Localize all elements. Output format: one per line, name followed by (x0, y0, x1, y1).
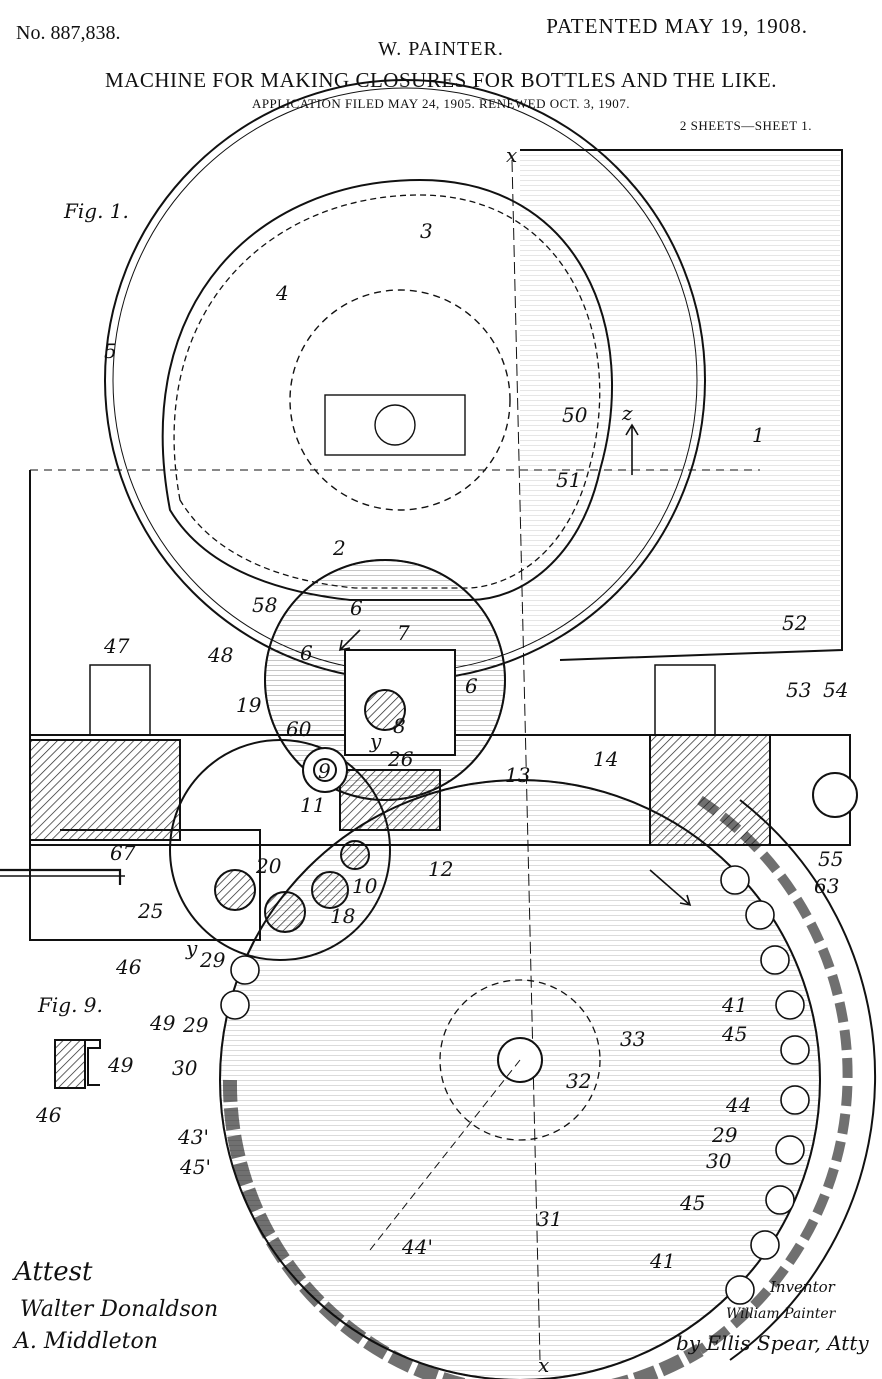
ref-54: 54 (823, 678, 848, 702)
ref-12: 12 (428, 857, 453, 881)
ref-51: 51 (556, 468, 581, 492)
ref-2: 2 (332, 536, 346, 560)
attorney-signature: by Ellis Spear, Atty (676, 1331, 869, 1355)
ref-55: 55 (818, 847, 843, 871)
ref-18: 18 (330, 904, 355, 928)
ref-41b: 41 (649, 1249, 675, 1273)
inventor-name: W. PAINTER. (378, 38, 504, 60)
ref-46a: 46 (115, 955, 142, 979)
witness-2-signature: A. Middleton (12, 1329, 158, 1354)
label-z: z (621, 401, 633, 425)
ref-41a: 41 (721, 993, 747, 1017)
ref-4: 4 (275, 281, 289, 305)
ref-44: 44 (725, 1093, 751, 1117)
ref-13: 13 (505, 763, 530, 787)
ref-29a: 29 (199, 948, 226, 972)
carrier-chain (222, 1079, 704, 1379)
ref-7: 7 (397, 621, 410, 645)
ref-29b: 29 (182, 1013, 209, 1037)
ref-19: 19 (236, 693, 262, 717)
ref-52: 52 (782, 611, 807, 635)
sheet-info: 2 SHEETS—SHEET 1. (679, 118, 812, 133)
label-x-top: x (506, 143, 517, 167)
inventor-caption: Inventor (769, 1278, 836, 1296)
ref-67: 67 (110, 841, 136, 865)
ref-63: 63 (814, 874, 839, 898)
ref-6c: 6 (300, 641, 313, 665)
ref-49a: 49 (149, 1011, 176, 1035)
fig9-detail (54, 1039, 101, 1089)
ref-30b: 30 (706, 1149, 732, 1173)
hopper-wheel (289, 289, 511, 511)
ref-45a: 45 (721, 1022, 747, 1046)
ref-47: 47 (103, 634, 130, 658)
ref-44prime: 44' (401, 1235, 433, 1259)
fig1-label: Fig. 1. (63, 199, 129, 223)
ref-14: 14 (593, 747, 618, 771)
ref-43prime: 43' (177, 1125, 209, 1149)
inventor-signature: William Painter (726, 1306, 837, 1322)
ref-53: 53 (786, 678, 811, 702)
ref-58: 58 (252, 593, 277, 617)
application-info: APPLICATION FILED MAY 24, 1905. RENEWED … (251, 96, 631, 111)
patented-date: PATENTED MAY 19, 1908. (546, 14, 808, 38)
label-y2: y (185, 936, 198, 960)
ref-6b: 6 (465, 674, 478, 698)
ref-8: 8 (393, 714, 406, 738)
ref-1: 1 (752, 423, 765, 447)
ref-29c: 29 (711, 1123, 738, 1147)
ref-10: 10 (352, 874, 378, 898)
frame-body (520, 149, 843, 661)
ref-5: 5 (104, 339, 117, 363)
ref-45b: 45 (679, 1191, 705, 1215)
ref-33: 33 (620, 1027, 645, 1051)
attest-label: Attest (12, 1257, 93, 1287)
ref-46b: 46 (35, 1103, 62, 1127)
ref-11: 11 (300, 793, 325, 817)
witness-1-signature: Walter Donaldson (20, 1297, 218, 1322)
ref-49b: 49 (107, 1053, 134, 1077)
patent-number: No. 887,838. (16, 22, 121, 44)
ref-3: 3 (420, 219, 433, 243)
ref-9: 9 (318, 759, 331, 783)
patent-title: MACHINE FOR MAKING CLOSURES FOR BOTTLES … (105, 68, 777, 92)
shaft-8 (364, 689, 406, 731)
ref-48: 48 (207, 643, 233, 667)
ref-6a: 6 (350, 596, 363, 620)
ref-25: 25 (137, 899, 163, 923)
ref-50: 50 (562, 403, 588, 427)
bearing-block (324, 394, 466, 456)
label-x-bottom: x (538, 1353, 549, 1377)
fig9-label: Fig. 9. (37, 993, 103, 1017)
ref-30a: 30 (172, 1056, 198, 1080)
ref-32: 32 (566, 1069, 591, 1093)
label-y1: y (369, 729, 382, 753)
ref-26: 26 (387, 747, 414, 771)
ref-60: 60 (286, 717, 312, 741)
ref-20: 20 (255, 854, 282, 878)
ref-31: 31 (537, 1207, 562, 1231)
ref-45prime: 45' (179, 1155, 211, 1179)
